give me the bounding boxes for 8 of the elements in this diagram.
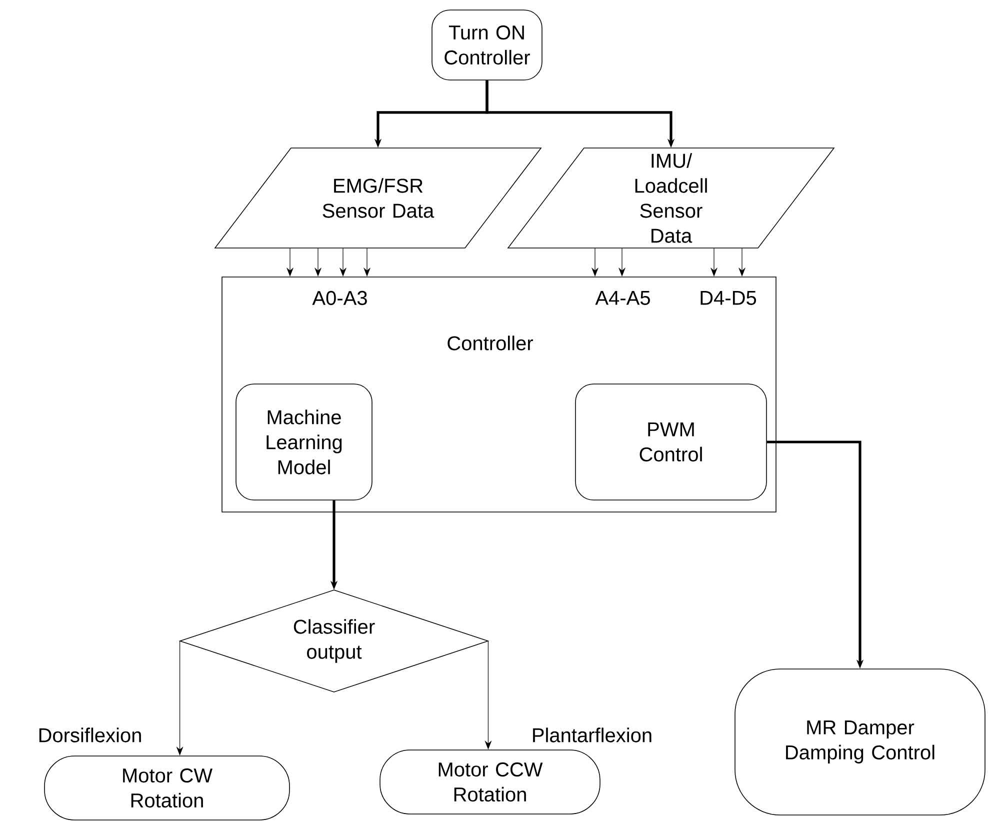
terminal-box: Motor CW Rotation <box>44 756 290 820</box>
terminal-box: Motor CCW Rotation <box>380 750 600 814</box>
process-box: Machine Learning Model <box>236 384 372 500</box>
terminal-box: MR Damper Damping Control <box>734 668 986 816</box>
edge-label: Plantarflexion <box>530 726 654 744</box>
edge-label: Dorsiflexion <box>36 726 144 744</box>
start-box: Turn ON Controller <box>432 10 542 80</box>
process-box: PWM Control <box>575 384 767 500</box>
